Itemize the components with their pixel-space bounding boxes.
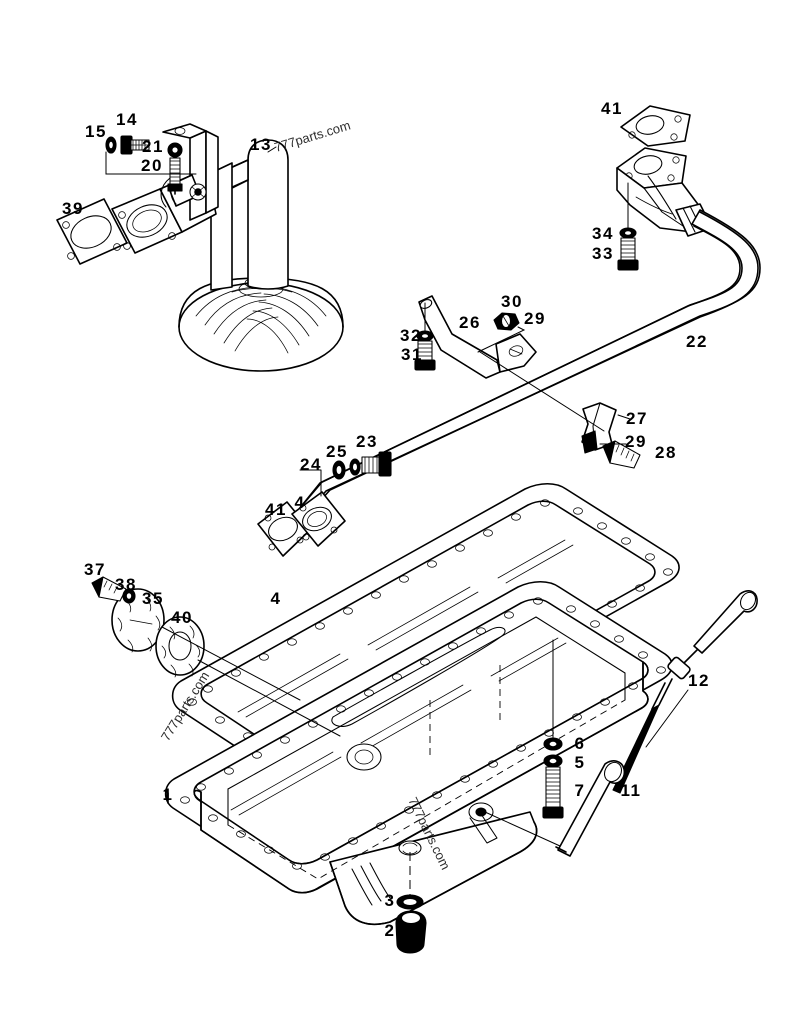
support-bracket-26 <box>418 295 537 379</box>
callout-41-lower: 41 <box>265 500 287 519</box>
leader-27 <box>617 414 631 420</box>
drain-washer-3 <box>396 894 424 910</box>
stud-20 <box>167 157 183 192</box>
callout-14: 14 <box>116 110 138 129</box>
cover-plate-35 <box>111 588 165 653</box>
leader-clamp-link <box>479 351 605 432</box>
callout-6: 6 <box>575 734 586 753</box>
oil-pipe-elbow-assembly <box>298 105 761 521</box>
bolt-31 <box>414 340 436 371</box>
callout-24: 24 <box>300 455 322 474</box>
callout-11: 11 <box>621 781 642 800</box>
lock-washer-5 <box>543 754 563 768</box>
callout-21: 21 <box>142 137 164 156</box>
callout-23: 23 <box>356 432 378 451</box>
callout-13: 13 <box>250 135 272 154</box>
callout-30: 30 <box>501 292 523 311</box>
callout-31: 31 <box>401 345 423 364</box>
suction-bell-strainer <box>178 276 344 372</box>
callout-12: 12 <box>688 671 710 690</box>
callout-32: 32 <box>400 326 422 345</box>
drain-plug-2 <box>395 910 427 954</box>
callout-33: 33 <box>592 244 614 263</box>
pipe-end-flange-group <box>257 491 346 557</box>
callout-40: 40 <box>171 608 193 627</box>
callout-1: 1 <box>163 785 174 804</box>
nut-30 <box>493 312 520 331</box>
leader-15 <box>105 151 197 175</box>
flange-gasket-41-top <box>620 105 691 147</box>
oil-suction-tube-assembly <box>167 139 344 372</box>
callout-27: 27 <box>626 409 648 428</box>
callout-38: 38 <box>115 575 137 594</box>
leader-12 <box>645 689 689 748</box>
leader-40 <box>197 659 341 737</box>
bolt-14 <box>120 135 150 155</box>
callout-3: 3 <box>385 891 396 910</box>
callout-28: 28 <box>655 443 677 462</box>
washer-34 <box>619 227 637 239</box>
washer-25 <box>349 458 361 476</box>
dipstick-tube-11 <box>555 760 626 857</box>
callout-37: 37 <box>84 560 106 579</box>
callout-22: 22 <box>686 332 708 351</box>
callout-25: 25 <box>326 442 348 461</box>
leader-11-to-pan <box>484 811 561 847</box>
washer-38 <box>122 588 136 604</box>
washer-15 <box>105 136 117 154</box>
flange-gasket-39 <box>56 198 128 265</box>
callout-4-gasket: 4 <box>271 589 282 608</box>
leader-35 <box>161 626 301 701</box>
bolt-28 <box>602 440 641 469</box>
bolt-23 <box>361 451 392 477</box>
callout-5: 5 <box>575 753 586 772</box>
pipe-end-flange <box>291 491 346 547</box>
callout-2: 2 <box>385 921 396 940</box>
callout-34: 34 <box>592 224 614 243</box>
bolt-33 <box>617 237 639 271</box>
nut-21 <box>167 142 183 158</box>
washer-32 <box>416 330 434 342</box>
cover-gasket-40 <box>155 616 205 678</box>
callout-35: 35 <box>142 589 164 608</box>
washer-24 <box>332 460 346 480</box>
callout-29a: 29 <box>625 432 647 451</box>
callout-15: 15 <box>85 122 107 141</box>
leader-24 <box>299 469 322 497</box>
suction-tube-clamp-bracket <box>160 123 219 221</box>
callout-4-upper: 4 <box>295 493 306 512</box>
leader-29b <box>477 326 526 353</box>
clamp-bracket-27 <box>581 402 617 454</box>
callout-7: 7 <box>575 781 586 800</box>
bolt-7 <box>542 766 564 819</box>
bolt-37 <box>91 576 127 602</box>
callout-41-top: 41 <box>601 99 623 118</box>
callout-29b: 29 <box>524 309 546 328</box>
callout-numbers: 1 2 3 4 4 5 6 7 11 12 13 14 15 20 21 22 … <box>62 99 710 940</box>
callout-26: 26 <box>459 313 481 332</box>
callout-39: 39 <box>62 199 84 218</box>
callout-20: 20 <box>141 156 163 175</box>
plain-washer-6 <box>543 737 563 751</box>
oil-pan-1 <box>164 580 673 926</box>
